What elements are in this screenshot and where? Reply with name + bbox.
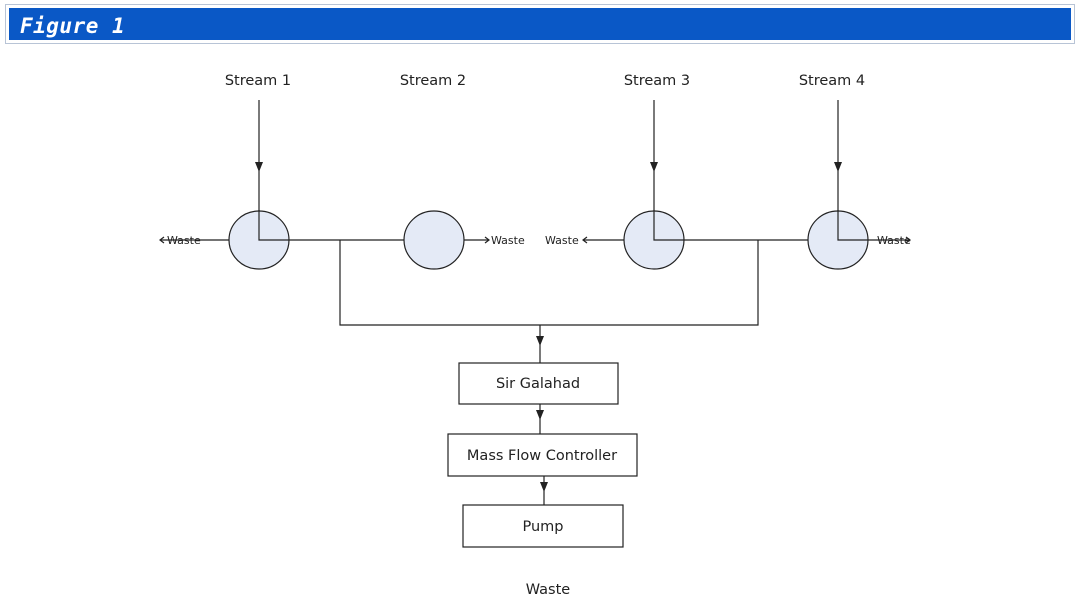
- waste-outlet-3-label: Waste: [545, 234, 579, 247]
- sir-galahad-to-mfc: [536, 404, 544, 434]
- mfc-to-pump: [540, 476, 548, 505]
- stream-3-label: Stream 3: [624, 73, 690, 89]
- waste-outlet-2: Waste: [464, 234, 525, 247]
- mass-flow-controller-label: Mass Flow Controller: [467, 448, 617, 464]
- stream-2-label: Stream 2: [400, 73, 466, 89]
- stream-4-label: Stream 4: [799, 73, 865, 89]
- pump-box: Pump: [462, 504, 624, 548]
- valve-4-port: [837, 210, 868, 241]
- sir-galahad-box: Sir Galahad: [458, 362, 619, 405]
- manifold-to-sir-galahad: [536, 325, 544, 363]
- valve-3-port: [653, 210, 684, 241]
- pump-label: Pump: [522, 519, 563, 535]
- figure-header-bar: Figure 1: [9, 8, 1071, 40]
- waste-outlet-4-label: Waste: [877, 234, 911, 247]
- collection-manifold: [339, 240, 759, 326]
- waste-outlet-4: Waste: [868, 234, 911, 247]
- waste-outlet-1-label: Waste: [167, 234, 201, 247]
- waste-outlet-1: Waste: [159, 234, 229, 247]
- waste-outlet-3: Waste: [545, 234, 624, 247]
- figure-header: Figure 1: [5, 4, 1075, 44]
- stream-1-label: Stream 1: [225, 73, 291, 89]
- final-waste-label: Waste: [526, 582, 571, 598]
- mass-flow-controller-box: Mass Flow Controller: [447, 433, 638, 477]
- figure-title: Figure 1: [20, 14, 126, 38]
- waste-outlet-2-label: Waste: [491, 234, 525, 247]
- valve-1-port: [258, 210, 289, 241]
- sir-galahad-label: Sir Galahad: [496, 376, 580, 392]
- valve-2: [403, 210, 465, 270]
